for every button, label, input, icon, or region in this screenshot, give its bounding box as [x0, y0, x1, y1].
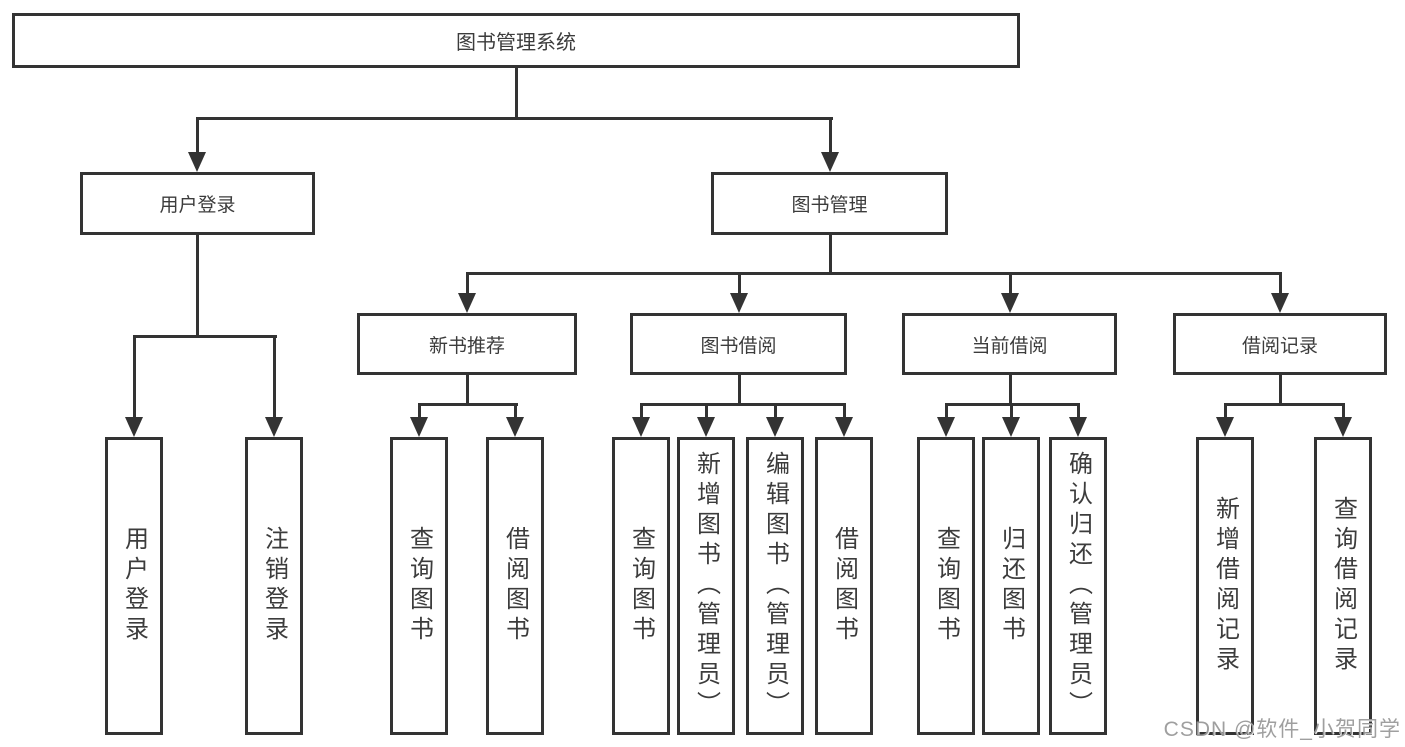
node-label: 查询图书 — [932, 526, 960, 646]
leaf-query-books-3: 查询图书 — [917, 437, 975, 735]
connector-l2-h — [196, 117, 833, 120]
arrow-down-icon — [265, 417, 283, 437]
node-label: 图书管理 — [791, 195, 868, 216]
node-label: 用户登录 — [159, 195, 236, 216]
node-label: 查询图书 — [627, 526, 655, 646]
arrow-down-icon — [821, 152, 839, 172]
connector-groupE-stem-2 — [1342, 403, 1345, 420]
arrow-down-icon — [1271, 293, 1289, 313]
node-label: 归还图书 — [997, 526, 1025, 646]
connector-groupD-v — [1009, 375, 1012, 406]
node-label: 借阅图书 — [501, 526, 529, 646]
leaf-query-borrow-record: 查询借阅记录 — [1314, 437, 1372, 735]
connector-l3-h — [466, 272, 1282, 275]
node-label: 编辑图书（管理员） — [761, 451, 789, 721]
node-library-system: 图书管理系统 — [12, 13, 1020, 68]
arrow-down-icon — [1069, 417, 1087, 437]
node-label: 图书借阅 — [700, 335, 777, 357]
node-new-book-recommend: 新书推荐 — [357, 313, 577, 375]
node-label: 图书管理系统 — [456, 32, 576, 54]
leaf-add-borrow-record: 新增借阅记录 — [1196, 437, 1254, 735]
leaf-query-books-2: 查询图书 — [612, 437, 670, 735]
arrow-down-icon — [1001, 293, 1019, 313]
leaf-user-login: 用户登录 — [105, 437, 163, 735]
arrow-down-icon — [410, 417, 428, 437]
connector-groupC-stem-2 — [705, 403, 708, 420]
node-label: 查询图书 — [405, 526, 433, 646]
leaf-edit-books-admin: 编辑图书（管理员） — [746, 437, 804, 735]
connector-groupE-stem-1 — [1224, 403, 1227, 420]
node-label: 新增借阅记录 — [1211, 496, 1239, 676]
node-label: 借阅记录 — [1241, 335, 1318, 357]
connector-groupE-h — [1224, 403, 1345, 406]
node-label: 新增图书（管理员） — [692, 451, 720, 721]
arrow-down-icon — [458, 293, 476, 313]
leaf-logout: 注销登录 — [245, 437, 303, 735]
arrow-down-icon — [766, 417, 784, 437]
connector-groupB-stem-2 — [514, 403, 517, 420]
connector-login-h — [133, 335, 277, 338]
connector-groupC-stem-1 — [640, 403, 643, 420]
node-label: 确认归还（管理员） — [1064, 451, 1092, 721]
arrow-down-icon — [1002, 417, 1020, 437]
connector-root-v — [515, 68, 518, 118]
arrow-down-icon — [632, 417, 650, 437]
connector-groupD-stem-1 — [945, 403, 948, 420]
connector-l3-stem-1 — [466, 272, 469, 296]
arrow-down-icon — [697, 417, 715, 437]
arrow-down-icon — [1334, 417, 1352, 437]
node-label: 注销登录 — [260, 526, 288, 646]
connector-login-v — [196, 235, 199, 337]
connector-groupC-v — [738, 375, 741, 406]
node-label: 新书推荐 — [428, 335, 505, 357]
connector-groupE-v — [1279, 375, 1282, 406]
leaf-borrow-books-1: 借阅图书 — [486, 437, 544, 735]
node-book-borrowing: 图书借阅 — [630, 313, 847, 375]
arrow-down-icon — [188, 152, 206, 172]
arrow-down-icon — [506, 417, 524, 437]
node-user-login: 用户登录 — [80, 172, 315, 235]
connector-l2-stem-right — [829, 117, 832, 154]
node-label: 用户登录 — [120, 526, 148, 646]
connector-mgmt-v — [829, 235, 832, 274]
connector-groupB-v — [466, 375, 469, 406]
node-borrowing-records: 借阅记录 — [1173, 313, 1387, 375]
watermark: CSDN @软件_小贺同学 — [1163, 718, 1401, 741]
leaf-confirm-return-admin: 确认归还（管理员） — [1049, 437, 1107, 735]
arrow-down-icon — [125, 417, 143, 437]
connector-groupD-stem-3 — [1077, 403, 1080, 420]
leaf-query-books-1: 查询图书 — [390, 437, 448, 735]
connector-l3-stem-3 — [1009, 272, 1012, 296]
connector-login-stem-2 — [273, 335, 276, 419]
leaf-add-books-admin: 新增图书（管理员） — [677, 437, 735, 735]
connector-l3-stem-2 — [738, 272, 741, 296]
arrow-down-icon — [937, 417, 955, 437]
node-current-borrowing: 当前借阅 — [902, 313, 1117, 375]
connector-groupC-h — [640, 403, 846, 406]
arrow-down-icon — [730, 293, 748, 313]
connector-l3-stem-4 — [1279, 272, 1282, 296]
arrow-down-icon — [1216, 417, 1234, 437]
connector-groupC-stem-4 — [843, 403, 846, 420]
connector-login-stem-1 — [133, 335, 136, 419]
node-label: 当前借阅 — [971, 335, 1048, 357]
node-label: 查询借阅记录 — [1329, 496, 1357, 676]
connector-groupB-stem-1 — [418, 403, 421, 420]
connector-groupD-stem-2 — [1010, 403, 1013, 420]
connector-l2-stem-left — [196, 117, 199, 154]
arrow-down-icon — [835, 417, 853, 437]
node-book-management: 图书管理 — [711, 172, 948, 235]
leaf-borrow-books-2: 借阅图书 — [815, 437, 873, 735]
leaf-return-books: 归还图书 — [982, 437, 1040, 735]
node-label: 借阅图书 — [830, 526, 858, 646]
connector-groupB-h — [418, 403, 518, 406]
connector-groupC-stem-3 — [774, 403, 777, 420]
